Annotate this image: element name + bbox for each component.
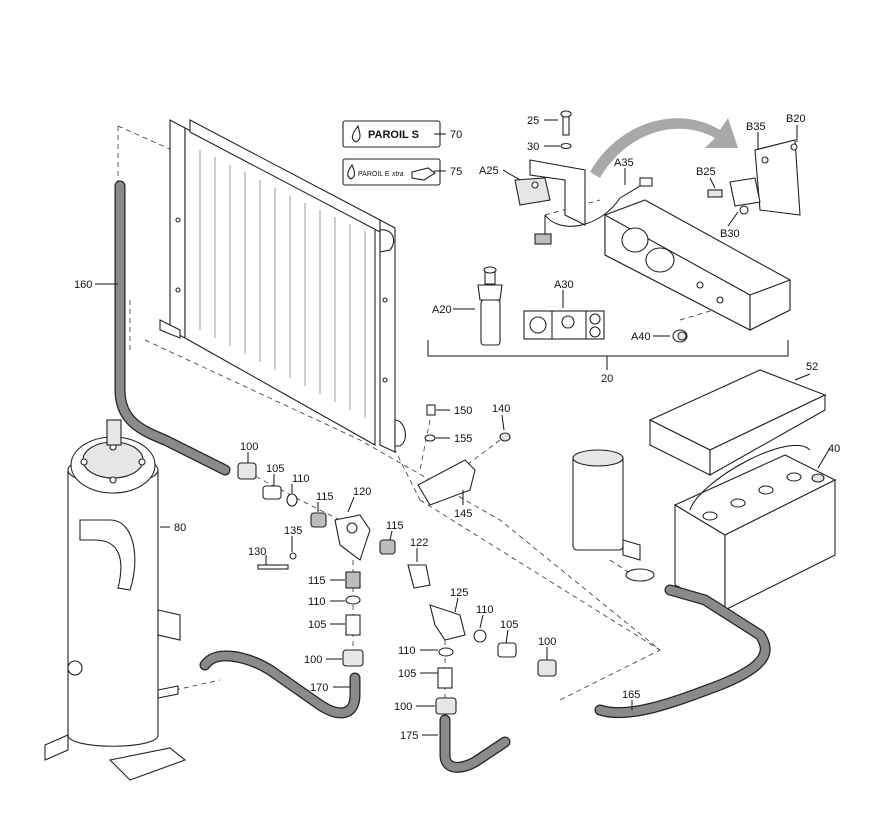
callout-75: 75 <box>450 166 462 178</box>
sensor-bracket-a25 <box>514 110 738 245</box>
callout-25: 25 <box>527 115 539 127</box>
callout-110-c: 110 <box>476 604 494 616</box>
callout-20: 20 <box>601 373 613 385</box>
oil-cooler-radiator <box>159 119 406 453</box>
bracket-b35 <box>707 139 801 216</box>
decal-paroil-e-text: PAROIL E <box>358 171 390 178</box>
callout-130: 130 <box>248 546 266 558</box>
callout-150: 150 <box>454 405 472 417</box>
oil-filter <box>572 449 655 582</box>
callout-115-a: 115 <box>316 491 334 503</box>
callout-135: 135 <box>284 525 302 537</box>
decal-xtra-text: xtra <box>391 171 404 178</box>
callout-a35: A35 <box>614 157 634 169</box>
callout-110-a: 110 <box>292 473 310 485</box>
callout-105-b: 105 <box>308 619 326 631</box>
callout-52: 52 <box>806 361 818 373</box>
hose-170 <box>199 650 361 719</box>
callout-b25: B25 <box>696 166 716 178</box>
callout-122: 122 <box>410 537 428 549</box>
callout-100-d: 100 <box>394 701 412 713</box>
callout-100-b: 100 <box>304 654 322 666</box>
callout-70: 70 <box>450 129 462 141</box>
callout-110-b: 110 <box>308 596 326 608</box>
oil-receiver-tank-80 <box>44 419 187 781</box>
callout-125: 125 <box>450 587 468 599</box>
hose-175 <box>439 714 511 773</box>
decal-paroil-e-xtra: PAROIL E xtra <box>342 158 441 186</box>
plug-a40 <box>672 329 688 343</box>
callout-100-c: 100 <box>538 636 556 648</box>
callout-b20: B20 <box>786 113 806 125</box>
callout-160: 160 <box>74 279 92 291</box>
battery-40 <box>673 444 837 611</box>
warning-label-a30 <box>523 310 605 340</box>
hose-160 <box>114 180 231 476</box>
callout-115-c: 115 <box>308 575 326 587</box>
battery-cover-52 <box>648 369 827 476</box>
callout-leaders <box>95 119 831 736</box>
callout-170: 170 <box>310 682 328 694</box>
callout-175: 175 <box>400 730 418 742</box>
callout-155: 155 <box>454 433 472 445</box>
callout-100-a: 100 <box>240 441 258 453</box>
callout-80: 80 <box>174 522 186 534</box>
hose-165 <box>594 584 771 719</box>
callout-a30: A30 <box>554 279 574 291</box>
sensor-a20 <box>477 266 503 346</box>
callout-105-c: 105 <box>500 619 518 631</box>
callout-30: 30 <box>527 141 539 153</box>
callout-40: 40 <box>828 443 840 455</box>
callout-a25: A25 <box>479 165 499 177</box>
callout-a20: A20 <box>432 304 452 316</box>
callout-120: 120 <box>353 486 371 498</box>
callout-140: 140 <box>492 403 510 415</box>
callout-a40: A40 <box>631 331 651 343</box>
callout-145: 145 <box>454 508 472 520</box>
callout-110-d: 110 <box>398 645 416 657</box>
callout-105-d: 105 <box>398 668 416 680</box>
transfer-arrow <box>590 118 738 178</box>
callout-b35: B35 <box>746 121 766 133</box>
callout-165: 165 <box>622 689 640 701</box>
callout-labels: 70 75 25 30 A25 A35 B35 B20 B25 B30 A20 … <box>74 113 840 742</box>
fittings-group <box>237 404 557 715</box>
callout-b30: B30 <box>720 228 740 240</box>
decal-paroil-s: PAROIL S <box>342 120 441 148</box>
decal-paroil-s-text: PAROIL S <box>368 129 419 141</box>
callout-115-b: 115 <box>386 520 404 532</box>
callout-105-a: 105 <box>266 463 284 475</box>
sensor-housing-a35 <box>604 199 791 331</box>
